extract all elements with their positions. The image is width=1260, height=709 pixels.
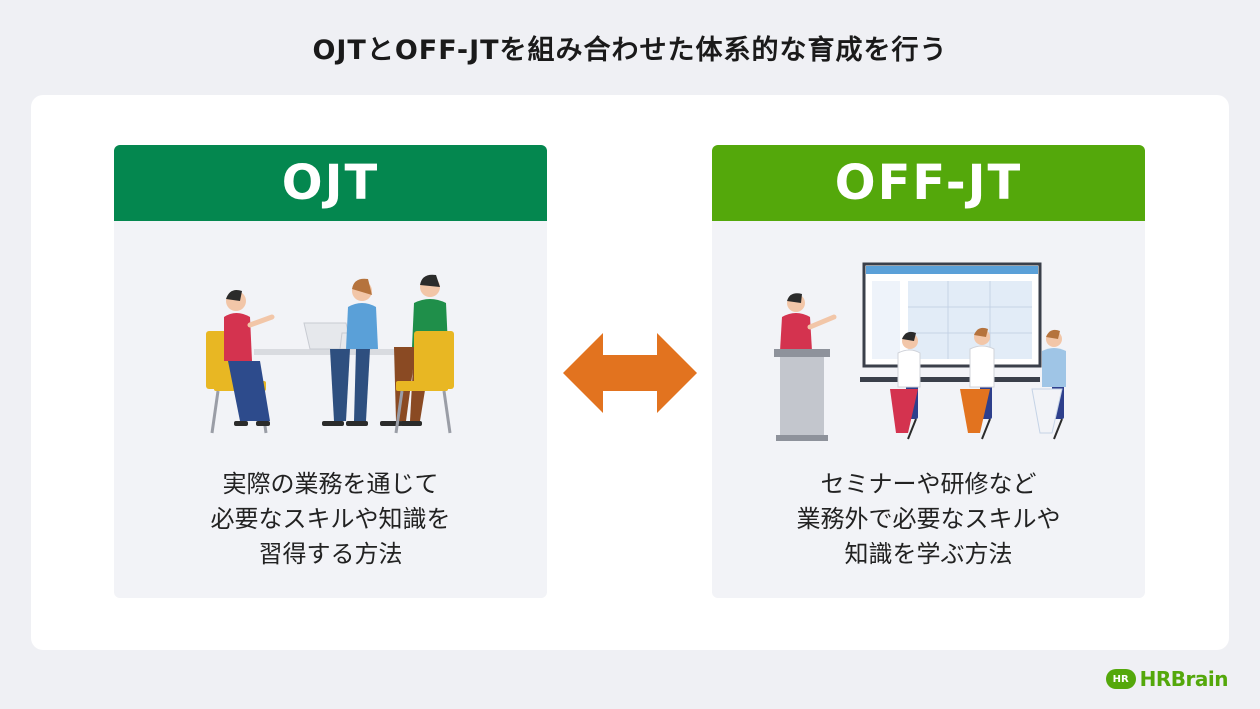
- page-title: OJTとOFF-JTを組み合わせた体系的な育成を行う: [312, 35, 948, 66]
- logo-text: HRBrain: [1139, 667, 1229, 691]
- ojt-description-line: 実際の業務を通じて: [222, 470, 439, 498]
- hrbrain-logo: HR HRBrain: [1105, 666, 1229, 692]
- offjt-description: セミナーや研修など 業務外で必要なスキルや 知識を学ぶ方法: [712, 467, 1145, 572]
- offjt-description-line: 知識を学ぶ方法: [844, 540, 1013, 568]
- ojt-description: 実際の業務を通じて 必要なスキルや知識を 習得する方法: [114, 467, 547, 572]
- content-card: OJT: [31, 95, 1229, 650]
- ojt-heading: OJT: [114, 145, 547, 221]
- ojt-panel: OJT: [114, 145, 547, 598]
- ojt-meeting-illustration: [206, 274, 454, 434]
- ojt-description-line: 必要なスキルや知識を: [210, 505, 451, 533]
- offjt-panel: OFF-JT: [712, 145, 1145, 598]
- offjt-description-line: 業務外で必要なスキルや: [796, 505, 1061, 533]
- offjt-heading: OFF-JT: [712, 145, 1145, 221]
- ojt-description-line: 習得する方法: [258, 540, 403, 568]
- offjt-seminar-illustration: [774, 262, 1066, 441]
- offjt-description-line: セミナーや研修など: [820, 470, 1037, 498]
- logo-badge: HR: [1105, 669, 1136, 689]
- double-arrow-icon: [563, 333, 697, 413]
